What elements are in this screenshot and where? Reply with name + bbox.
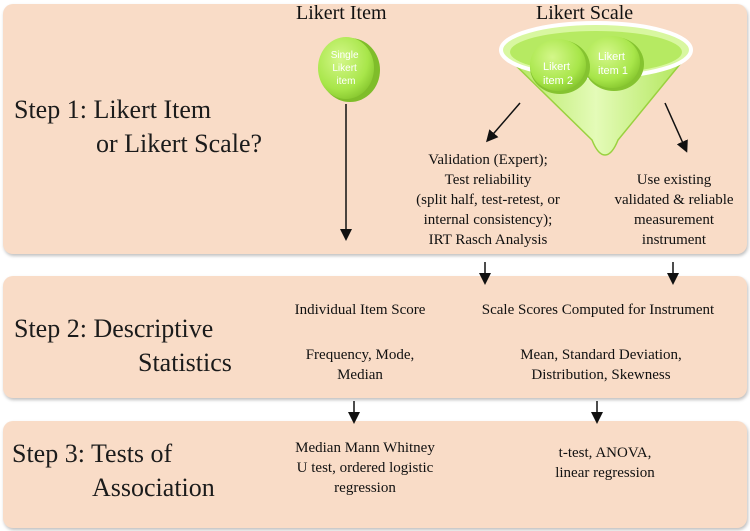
single-item-label: Single Likert item [331,50,362,87]
item-association-tests: Median Mann Whitney U test, ordered logi… [295,440,435,496]
likert-item-header: Likert Item [296,2,387,24]
arrow-funnel-to-existing [664,102,688,153]
step2-panel [3,276,747,398]
item-descriptive-stats: Frequency, Mode, Median [305,347,415,383]
step1-title: Step 1: Likert Item or Likert Scale? [14,95,263,158]
scale-descriptive-stats: Mean, Standard Deviation, Distribution, … [520,347,682,383]
arrow-funnel-to-validation [486,102,521,143]
scale-scores-header: Scale Scores Computed for Instrument [481,302,715,318]
likert-item-1-label: Likert item 1 [598,51,628,77]
likert-scale-funnel [499,21,693,156]
single-likert-item-ball [318,37,380,102]
step3-panel [3,421,747,528]
step2-title: Step 2: Descriptive Statistics [14,314,232,377]
existing-instrument-text: Use existing validated & reliable measur… [614,172,734,248]
likert-item-2-label: Likert item 2 [543,61,573,87]
individual-item-score-header: Individual Item Score [294,302,426,318]
step3-title: Step 3: Tests of Association [12,439,215,502]
likert-scale-header: Likert Scale [536,2,634,24]
scale-association-tests: t-test, ANOVA, linear regression [555,445,655,481]
validation-text: Validation (Expert); Test reliability (s… [416,152,560,248]
